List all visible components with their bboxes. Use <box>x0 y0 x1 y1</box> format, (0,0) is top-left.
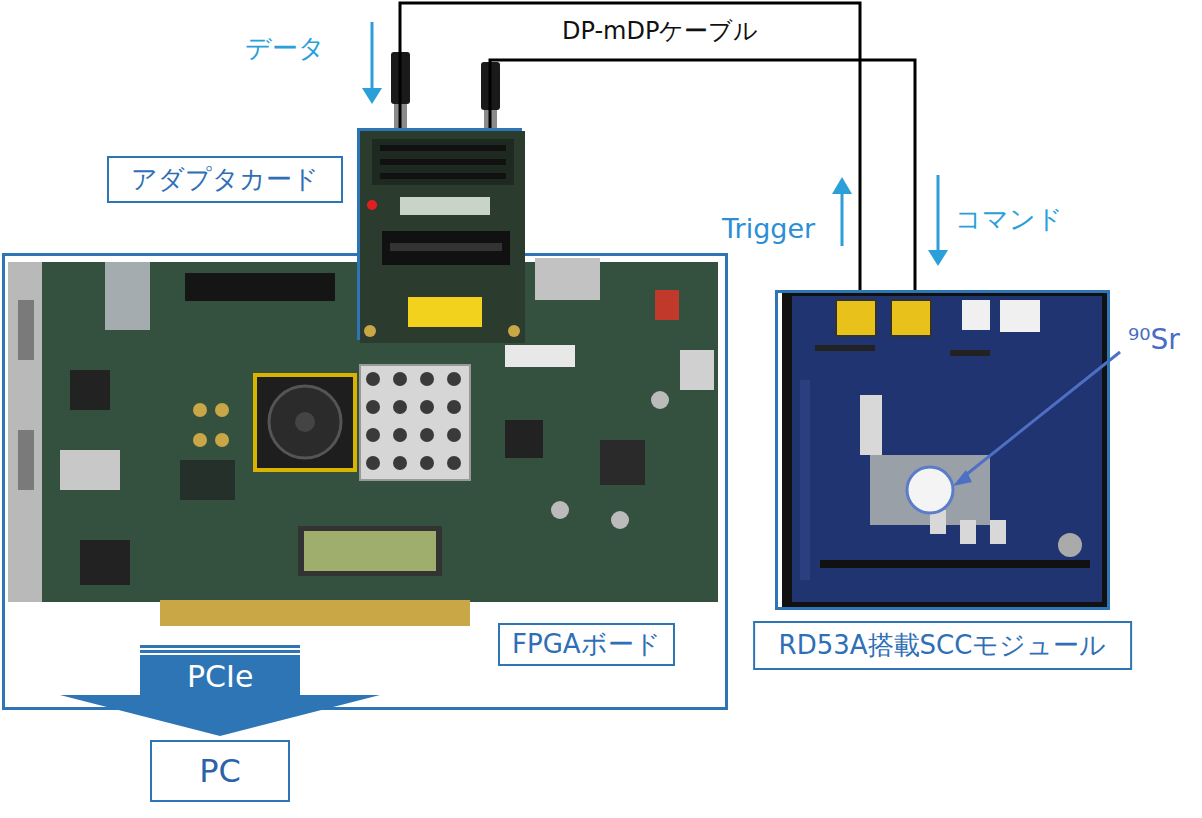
arrow-stripe <box>140 655 300 658</box>
arrow-stripe <box>140 650 300 653</box>
scc-module-photo <box>792 296 1102 602</box>
data-arrow <box>371 22 374 92</box>
fpga-board-photo <box>18 430 34 490</box>
adapter-card-photo <box>367 200 377 210</box>
data-arrow <box>362 88 382 104</box>
signal-label: Trigger <box>722 212 815 246</box>
scc-module-photo <box>782 293 1108 607</box>
scc-module-photo <box>1058 533 1082 557</box>
fpga-board-photo <box>215 403 229 417</box>
fpga-board-photo <box>193 403 207 417</box>
scc-module-photo <box>950 350 990 356</box>
fpga-board-photo <box>8 262 42 602</box>
trigger-arrow <box>841 190 844 246</box>
fpga-board-photo <box>535 258 600 300</box>
node-label: FPGAボード <box>498 623 675 666</box>
fpga-board-photo <box>18 300 34 360</box>
arrow-body <box>140 658 300 696</box>
trigger-arrow <box>832 177 852 246</box>
pc-box: PC <box>150 740 290 802</box>
node-label: RD53A搭載SCCモジュール <box>753 621 1133 670</box>
adapter-card-photo <box>380 173 506 179</box>
fpga-board-photo <box>180 460 235 500</box>
adapter-card-photo <box>372 139 514 185</box>
command-arrow <box>937 175 940 254</box>
fpga-board-photo <box>505 420 543 458</box>
fpga-board-photo <box>298 526 442 576</box>
arrow-head <box>60 695 380 736</box>
fpga-board-photo <box>160 600 470 626</box>
fpga-board-photo <box>505 345 575 367</box>
adapter-card-photo <box>360 131 525 343</box>
adapter-card-frame: アダプタカード <box>357 128 522 340</box>
source-leader <box>953 352 1120 486</box>
pcie-arrow <box>60 645 380 736</box>
fpga-board-photo <box>60 450 120 490</box>
fpga-board-photo <box>193 433 207 447</box>
adapter-card-photo <box>408 297 482 327</box>
adapter-card-photo <box>364 325 376 337</box>
arrow-stripe <box>140 645 300 648</box>
scc-module-photo <box>815 345 875 351</box>
scc-module-photo <box>870 455 990 525</box>
scc-module-photo <box>836 300 876 336</box>
fpga-board-photo <box>651 391 669 409</box>
fpga-board-photo <box>80 540 130 585</box>
cable-plug <box>391 52 500 128</box>
fpga-board-photo <box>600 440 645 485</box>
signal-label: データ <box>245 32 325 65</box>
fpga-board-photo <box>680 350 714 390</box>
command-arrow <box>928 250 948 266</box>
scc-module-photo <box>960 520 976 544</box>
cable-label: DP-mDPケーブル <box>558 16 762 46</box>
adapter-card-photo <box>380 145 506 151</box>
bus-label: PCIe <box>187 658 253 696</box>
scc-module-photo <box>800 380 810 580</box>
scc-module-photo <box>990 520 1006 544</box>
scc-module-photo <box>820 560 1090 568</box>
adapter-card-photo <box>380 159 506 165</box>
scc-module-photo <box>891 300 931 336</box>
adapter-card-photo <box>390 243 502 251</box>
fpga-board-photo <box>70 370 110 410</box>
source-leader <box>962 352 1120 478</box>
scc-module-photo <box>860 395 882 455</box>
fpga-board-photo <box>185 273 335 301</box>
adapter-card-photo <box>360 131 525 343</box>
fpga-board-photo <box>360 365 470 480</box>
fpga-board-photo <box>655 290 679 320</box>
scc-module-photo <box>907 467 953 513</box>
fpga-board-photo <box>295 412 315 432</box>
signal-label: コマンド <box>955 203 1063 236</box>
adapter-card-photo <box>508 325 520 337</box>
adapter-card-photo <box>400 197 490 215</box>
node-label: アダプタカード <box>107 156 343 203</box>
adapter-card-photo <box>382 231 510 265</box>
fpga-board-photo <box>611 511 629 529</box>
source-leader <box>953 470 972 486</box>
data-arrow <box>362 22 382 104</box>
fpga-board-photo <box>215 433 229 447</box>
scc-module-frame: RD53A搭載SCCモジュール <box>775 290 1110 610</box>
trigger-arrow <box>832 177 852 194</box>
command-arrow <box>928 175 948 266</box>
fpga-board-photo <box>304 531 436 571</box>
node-label: PC <box>199 752 241 790</box>
fpga-board-photo <box>269 386 341 458</box>
scc-module-photo <box>782 293 1108 607</box>
fpga-board-photo <box>255 375 355 470</box>
scc-module-photo <box>1000 300 1040 332</box>
fpga-board-photo <box>105 262 150 330</box>
fpga-board-photo <box>551 501 569 519</box>
scc-module-photo <box>962 300 990 330</box>
source-label: ⁹⁰Sr <box>1128 322 1180 357</box>
